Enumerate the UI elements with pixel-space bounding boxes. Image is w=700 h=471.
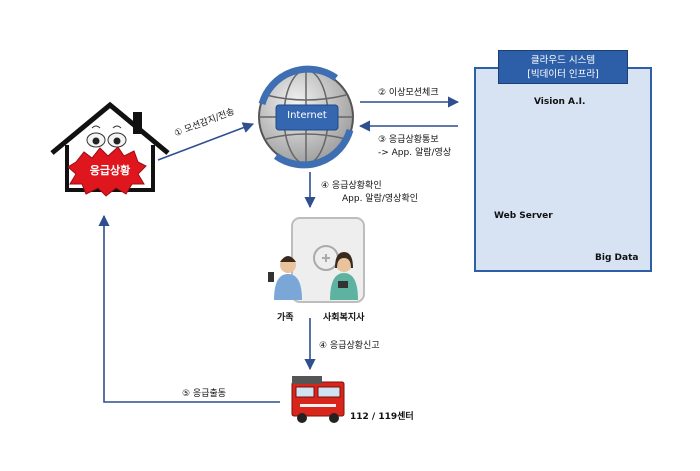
camera-icon [86, 125, 127, 148]
step3-label-line1: ③ 응급상황통보 [378, 135, 439, 145]
step3-label-line2: -> App. 알람/영상 [378, 148, 452, 158]
cloud-system-title: 클라우드 시스템 [빅데이터 인프라] [498, 50, 628, 84]
center-label: 112 / 119센터 [350, 412, 414, 422]
social-worker-person-icon [330, 252, 358, 300]
cloud-title-line1: 클라우드 시스템 [530, 55, 596, 66]
internet-globe-icon [258, 65, 354, 169]
fire-truck-icon [291, 376, 345, 423]
house-icon [50, 101, 170, 197]
cloud-system-panel [474, 67, 652, 272]
step4a-label-line1: ④ 응급상황확인 [321, 181, 382, 191]
social-worker-label: 사회복지사 [323, 313, 365, 323]
alert-burst-icon [67, 146, 147, 197]
internet-label: Internet [287, 110, 327, 121]
flow-arrows [98, 96, 460, 403]
big-data-label: Big Data [595, 253, 639, 263]
web-server-label: Web Server [494, 211, 553, 221]
step4b-label: ④ 응급상황신고 [319, 341, 380, 351]
vision-ai-label: Vision A.I. [534, 97, 586, 107]
step4a-label-line2: App. 알람/영상확인 [342, 194, 419, 204]
alert-label: 응급상황 [89, 164, 131, 177]
step2-label: ② 이상모션체크 [378, 88, 439, 98]
step5-label: ⑤ 응급출동 [182, 389, 227, 399]
family-person-icon [268, 256, 302, 300]
cloud-title-line2: [빅데이터 인프라] [527, 69, 599, 80]
family-label: 가족 [277, 313, 294, 323]
